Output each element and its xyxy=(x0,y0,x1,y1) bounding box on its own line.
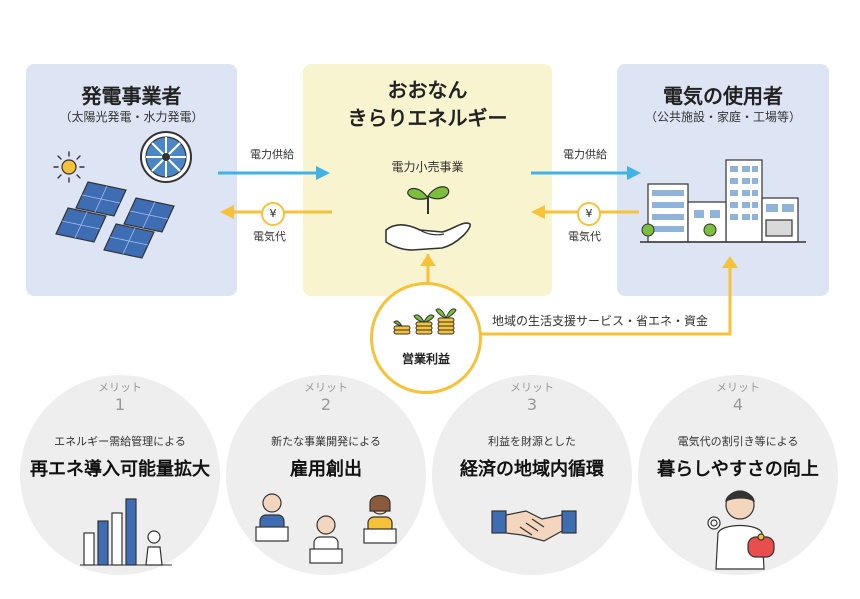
buildings-icon xyxy=(640,159,806,243)
merit-description: エネルギー需給管理による xyxy=(54,435,186,448)
fee-label-left: 電気代 xyxy=(253,230,286,243)
consumer-subtitle: （公共施設・家庭・工場等） xyxy=(644,110,801,124)
supply-label-right: 電力供給 xyxy=(563,148,607,161)
supply-label-left: 電力供給 xyxy=(250,148,294,161)
merit-title: 再エネ導入可能量拡大 xyxy=(30,459,210,480)
fee-label-right: 電気代 xyxy=(568,230,601,243)
workers-icon xyxy=(255,493,397,564)
retailer-business-label: 電力小売事業 xyxy=(391,160,464,174)
profit-label: 営業利益 xyxy=(401,352,450,366)
merit-circle-2: メリット 2 新たな事業開発による 雇用創出 xyxy=(226,375,426,575)
coin-sprouts-icon xyxy=(393,308,457,335)
water-wheel-icon xyxy=(140,131,192,183)
merit-label: メリット xyxy=(98,381,142,394)
consumer-title: 電気の使用者 xyxy=(663,84,783,108)
merit-description: 利益を財源とした xyxy=(488,435,576,448)
bar-chart-person-icon xyxy=(80,498,172,566)
merit-circle-3: メリット 3 利益を財源とした 経済の地域内循環 xyxy=(432,375,632,575)
merit-number: 2 xyxy=(320,395,332,414)
generator-title: 発電事業者 xyxy=(81,84,182,108)
merit-label: メリット xyxy=(716,381,760,394)
merit-number: 4 xyxy=(732,395,744,414)
solar-panels-icon xyxy=(55,181,175,259)
profit-circle xyxy=(370,282,482,394)
person-wallet-icon xyxy=(707,490,775,570)
profit-return-arrow xyxy=(420,254,738,336)
yen-symbol-left: ¥ xyxy=(269,207,277,220)
supply-arrow-right xyxy=(531,166,641,180)
merit-number: 1 xyxy=(114,395,126,414)
merit-circle-1: メリット 1 エネルギー需給管理による 再エネ導入可能量拡大 xyxy=(20,375,220,575)
merit-title: 暮らしやすさの向上 xyxy=(657,459,819,480)
yen-symbol-right: ¥ xyxy=(585,207,593,220)
yen-coin-left: ¥ xyxy=(261,202,285,226)
hand-sprout-icon xyxy=(385,186,471,251)
merit-description: 電気代の割引き等による xyxy=(677,435,799,448)
merit-title: 経済の地域内循環 xyxy=(460,459,604,480)
merit-title: 雇用創出 xyxy=(290,459,362,480)
generator-panel: 発電事業者 （太陽光発電・水力発電） xyxy=(26,64,237,296)
merit-description: 新たな事業開発による xyxy=(271,435,381,448)
supply-arrow-left xyxy=(218,166,330,180)
sun-icon xyxy=(53,151,85,183)
merit-label: メリット xyxy=(304,381,348,394)
retailer-panel: おおなん きらりエネルギー 電力小売事業 xyxy=(303,64,552,296)
retailer-title-line1: おおなん xyxy=(387,78,468,102)
yen-coin-right: ¥ xyxy=(577,202,601,226)
profit-return-label: 地域の生活支援サービス・省エネ・資金 xyxy=(492,314,709,328)
handshake-icon xyxy=(491,510,577,542)
merit-circle-4: メリット 4 電気代の割引き等による 暮らしやすさの向上 xyxy=(638,375,838,575)
generator-subtitle: （太陽光発電・水力発電） xyxy=(59,110,204,124)
consumer-panel: 電気の使用者 （公共施設・家庭・工場等） xyxy=(617,64,829,296)
merit-label: メリット xyxy=(510,381,554,394)
merit-number: 3 xyxy=(526,395,538,414)
retailer-title-line2: きらりエネルギー xyxy=(347,106,508,130)
